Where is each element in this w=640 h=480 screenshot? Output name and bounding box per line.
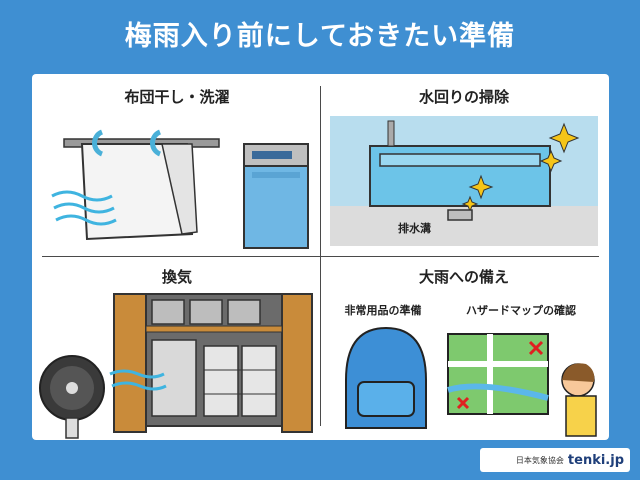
page-title: 梅雨入り前にしておきたい準備	[124, 21, 516, 52]
footer-credit: 日本気象協会 tenki.jp	[480, 448, 630, 472]
hazard-map-label: ハザードマップの確認	[466, 304, 576, 317]
info-panel: 布団干し・洗濯 水回りの掃除 排水溝 換気	[32, 74, 609, 440]
emergency-supplies-label: 非常用品の準備	[344, 304, 422, 317]
rain-prep-illustration	[345, 326, 597, 437]
brand-logo: tenki.jp	[567, 452, 624, 468]
futon-section-title: 布団干し・洗濯	[124, 88, 230, 106]
futon-laundry-illustration	[51, 129, 309, 249]
ventilation-section-title: 換気	[161, 268, 192, 286]
bathtub-illustration	[330, 116, 598, 246]
drain-label: 排水溝	[398, 222, 431, 235]
horizontal-divider	[42, 256, 599, 257]
water-section-title: 水回りの掃除	[418, 88, 509, 106]
rain-section-title: 大雨への備え	[418, 268, 509, 286]
organization-name: 日本気象協会	[515, 455, 564, 465]
closet-fan-illustration	[39, 293, 313, 439]
